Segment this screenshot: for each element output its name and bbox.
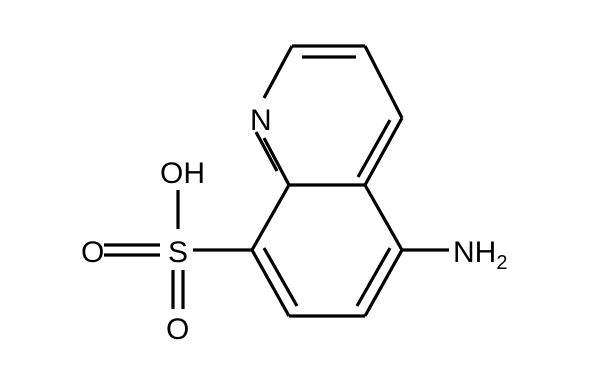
bond-c7-c8-inner xyxy=(262,247,299,307)
bond-c8-c8a xyxy=(250,184,291,251)
atom-label-subscript-2: 2 xyxy=(496,252,507,274)
bond-n1-c2 xyxy=(262,45,294,99)
bond-c4-c4a-inner xyxy=(356,119,392,178)
atom-label-nh: NH xyxy=(453,236,496,269)
bond-c4-c4a xyxy=(363,117,404,186)
atom-label-n1: N xyxy=(250,104,272,137)
bond-c4a-c5 xyxy=(363,184,404,251)
atom-label-oh: OH xyxy=(160,157,205,190)
bond-c8a-n1-inner xyxy=(254,131,279,172)
atom-label-o-bottom: O xyxy=(166,313,189,346)
bond-c5-c6 xyxy=(363,249,404,317)
bond-group xyxy=(104,44,449,318)
bond-c7-c8 xyxy=(250,249,291,317)
atom-labels: N OH S O O NH2 xyxy=(81,104,507,346)
atom-label-nh2: NH2 xyxy=(453,236,507,274)
bond-c8a-n1 xyxy=(262,137,291,186)
bond-c5-c6-inner xyxy=(355,247,392,307)
bond-c3-c4 xyxy=(363,45,404,119)
atom-label-s: S xyxy=(168,236,188,269)
atom-label-o-left: O xyxy=(81,236,104,269)
